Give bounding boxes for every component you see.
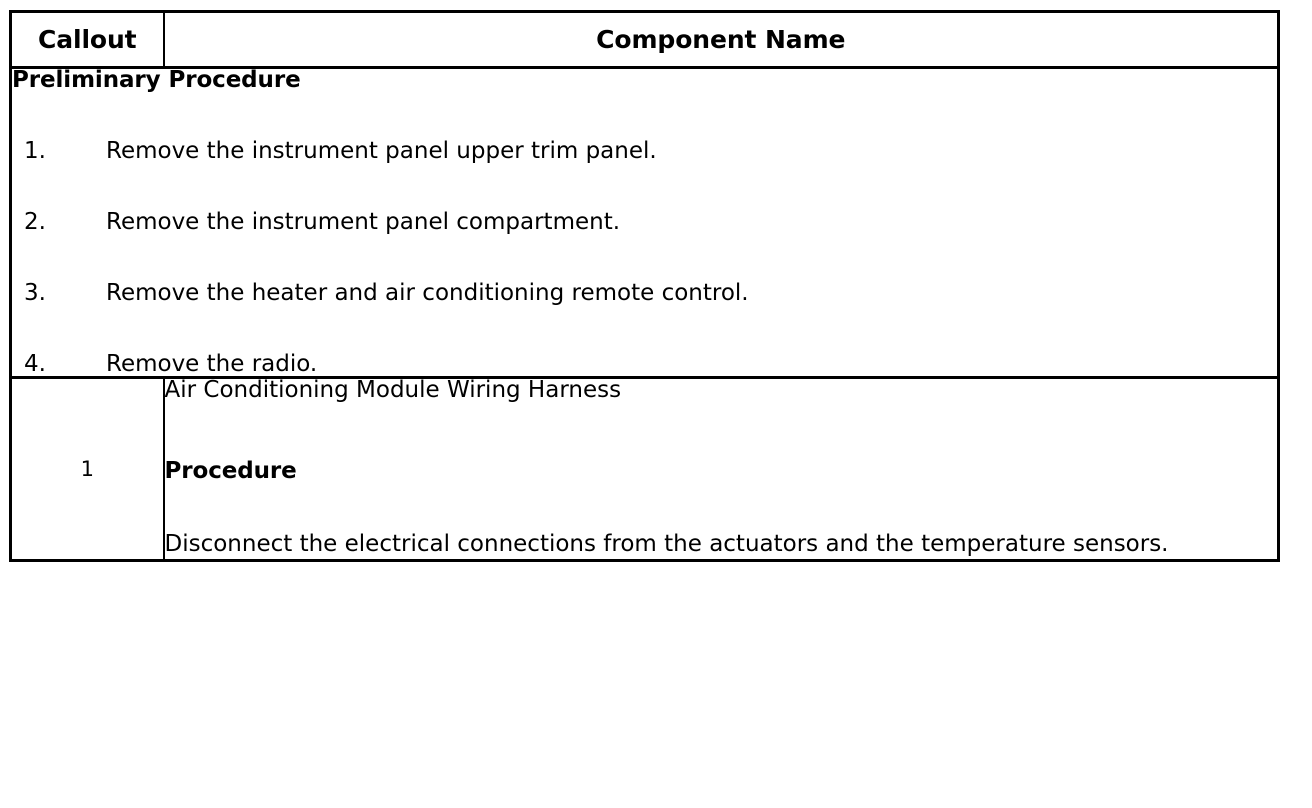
column-header-component-name: Component Name bbox=[163, 11, 1279, 69]
step-number: 4. bbox=[24, 351, 46, 377]
column-header-component-name-label: Component Name bbox=[596, 25, 846, 54]
component-procedure-text: Disconnect the electrical connections fr… bbox=[164, 531, 1169, 557]
callout-number: 1 bbox=[80, 456, 94, 481]
component-procedure-title: Procedure bbox=[164, 458, 297, 484]
preliminary-procedure-title: Preliminary Procedure bbox=[12, 67, 301, 93]
column-header-callout-label: Callout bbox=[37, 25, 137, 54]
list-item: 3. Remove the heater and air conditionin… bbox=[12, 282, 1277, 305]
column-header-callout: Callout bbox=[10, 11, 165, 69]
component-name-text: Air Conditioning Module Wiring Harness bbox=[164, 377, 622, 403]
step-text: Remove the heater and air conditioning r… bbox=[106, 280, 749, 306]
step-number: 1. bbox=[24, 138, 46, 164]
step-text: Remove the radio. bbox=[106, 351, 318, 377]
list-item: 4. Remove the radio. bbox=[12, 353, 1277, 376]
procedure-table: Callout Component Name Preliminary Proce… bbox=[9, 10, 1280, 563]
step-text: Remove the instrument panel upper trim p… bbox=[106, 138, 657, 164]
preliminary-procedure-cell: Preliminary Procedure 1. Remove the inst… bbox=[10, 67, 1279, 379]
preliminary-steps-list: 1. Remove the instrument panel upper tri… bbox=[12, 140, 1277, 376]
list-item: 1. Remove the instrument panel upper tri… bbox=[12, 140, 1277, 163]
callout-cell: 1 bbox=[10, 377, 165, 561]
list-item: 2. Remove the instrument panel compartme… bbox=[12, 211, 1277, 234]
component-cell: Air Conditioning Module Wiring Harness P… bbox=[164, 378, 1279, 561]
table-header-row: Callout Component Name bbox=[10, 11, 1279, 69]
step-number: 2. bbox=[24, 209, 46, 235]
table-row: 1 Air Conditioning Module Wiring Harness… bbox=[10, 377, 1279, 561]
step-text: Remove the instrument panel compartment. bbox=[106, 209, 621, 235]
preliminary-procedure-row: Preliminary Procedure 1. Remove the inst… bbox=[10, 67, 1279, 379]
step-number: 3. bbox=[24, 280, 46, 306]
